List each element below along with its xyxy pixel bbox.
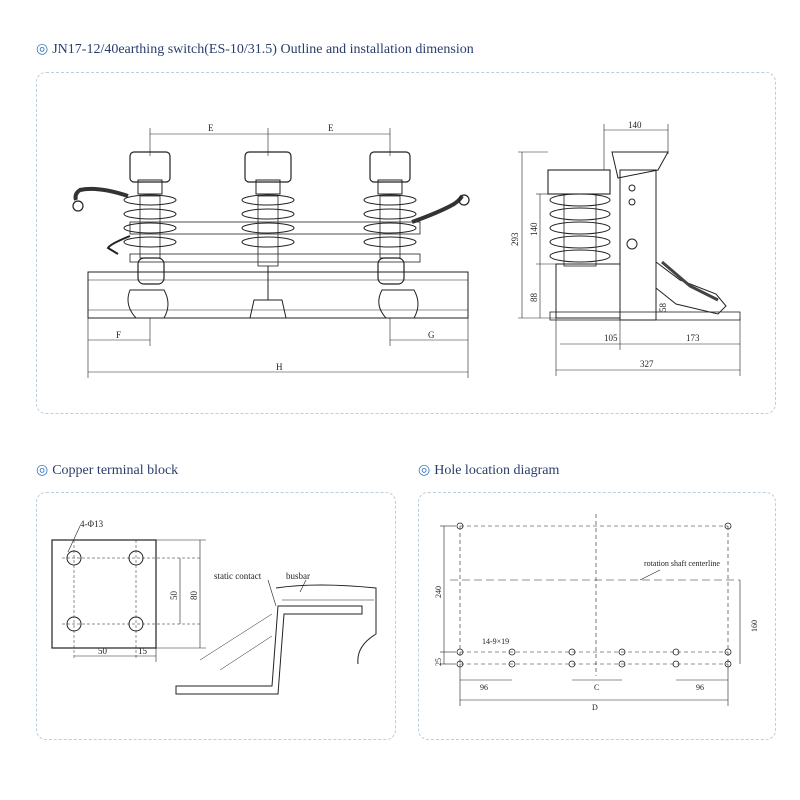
bullet-icon: ◎ <box>418 463 431 478</box>
dim-c: C <box>594 683 599 692</box>
terminal-heading: ◎Copper terminal block <box>36 462 178 479</box>
busbar-label: busbar <box>286 571 310 581</box>
dim-58: 58 <box>658 303 668 313</box>
dim-e-right: E <box>328 123 334 133</box>
dim-293: 293 <box>510 232 520 246</box>
dim-140-mid: 140 <box>529 222 539 236</box>
dim-173: 173 <box>686 333 700 343</box>
slot-label: 14-9×19 <box>482 637 509 646</box>
dim-e-left: E <box>208 123 214 133</box>
dim-g: G <box>428 330 435 340</box>
outline-heading: ◎JN17-12/40earthing switch(ES-10/31.5) O… <box>36 41 474 58</box>
dim-25: 25 <box>434 658 443 666</box>
hole-diagram: rotation shaft centerline 240 160 25 14-… <box>434 514 759 712</box>
dim-96-right: 96 <box>696 683 704 692</box>
bullet-icon: ◎ <box>36 463 49 478</box>
holes-panel <box>418 492 776 740</box>
holes-title: Hole location diagram <box>434 463 560 478</box>
dim-160: 160 <box>750 620 759 632</box>
dim-h: H <box>276 362 283 372</box>
bullet-icon: ◎ <box>36 42 49 57</box>
dim-f: F <box>116 330 121 340</box>
insulator-right <box>363 151 470 319</box>
dim-96-left: 96 <box>480 683 488 692</box>
side-view: 140 293 140 88 58 105 173 327 <box>510 120 741 376</box>
insulator-middle <box>241 151 295 319</box>
outline-panel <box>36 72 776 414</box>
front-view: E E F G H <box>72 123 470 378</box>
rotation-label: rotation shaft centerline <box>644 559 720 568</box>
hole-label: 4-Φ13 <box>80 519 104 529</box>
dim-d: D <box>592 703 598 712</box>
dim-50-horizontal: 50 <box>98 646 108 656</box>
static-contact-label: static contact <box>214 571 262 581</box>
side-dimensions <box>518 124 741 376</box>
terminal-plate: 4-Φ13 50 80 50 15 <box>51 519 206 662</box>
dim-15: 15 <box>138 646 148 656</box>
dim-240: 240 <box>434 586 443 598</box>
front-dimensions <box>87 128 469 378</box>
terminal-panel <box>36 492 396 740</box>
dim-105: 105 <box>604 333 618 343</box>
dim-88: 88 <box>529 293 539 303</box>
outline-title: JN17-12/40earthing switch(ES-10/31.5) Ou… <box>52 42 474 57</box>
holes-heading: ◎Hole location diagram <box>418 462 559 479</box>
dim-80: 80 <box>189 591 199 601</box>
terminal-contact: static contact busbar <box>175 571 377 695</box>
dim-50-vertical: 50 <box>169 591 179 601</box>
dim-140-top: 140 <box>628 120 642 130</box>
dim-327: 327 <box>640 359 654 369</box>
terminal-title: Copper terminal block <box>52 463 179 478</box>
